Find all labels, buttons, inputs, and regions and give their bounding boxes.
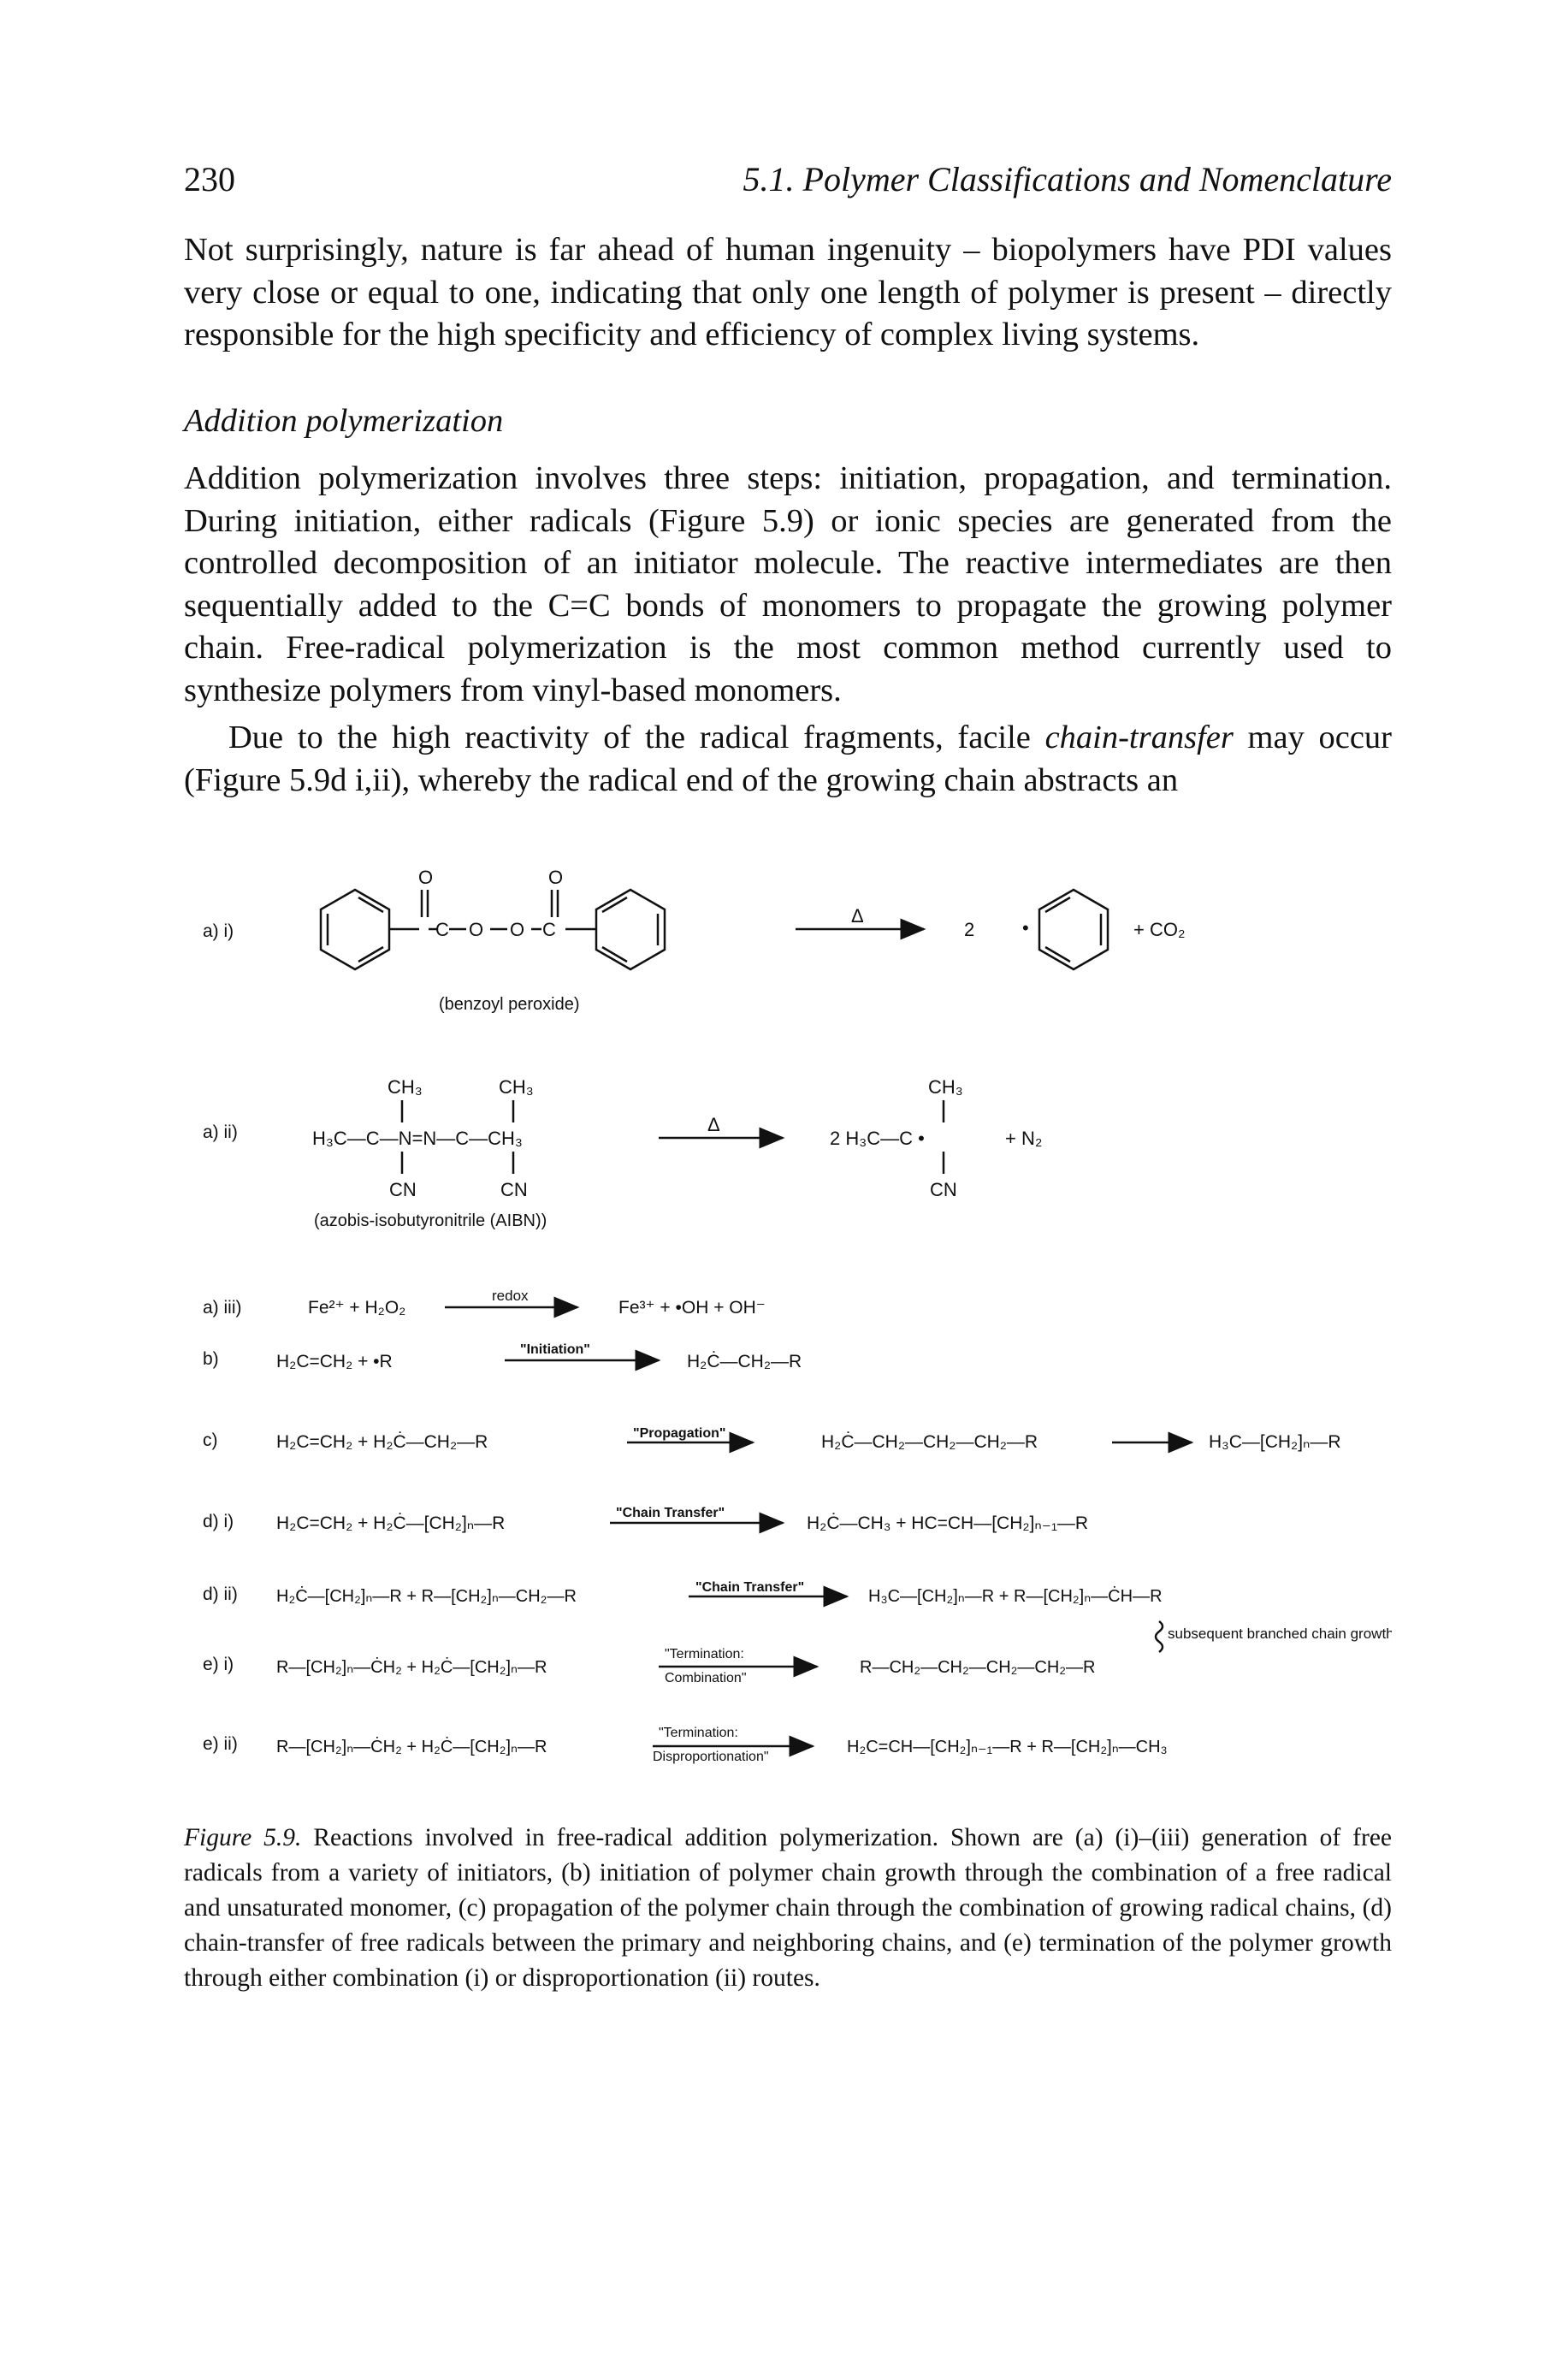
section-title: 5.1. Polymer Classifications and Nomencl… [743,160,1392,198]
fenton-reactants: Fe²⁺ + H₂O₂ [308,1298,405,1318]
paragraph-3-start: Due to the high reactivity of the radica… [228,720,1045,755]
reaction-c: H₂C=CH₂ + H₂Ċ—CH₂—R "Propagation" H₂Ċ—CH… [276,1426,1341,1452]
fenton-products: Fe³⁺ + •OH + OH⁻ [618,1298,766,1318]
row-label-e-i: e) i) [203,1655,234,1674]
row-label-a-iii: a) iii) [203,1298,242,1318]
propagation-reactants: H₂C=CH₂ + H₂Ċ—CH₂—R [276,1432,488,1452]
branching-note: subsequent branched chain growth [1168,1626,1392,1642]
arrow-label-a-ii: Δ [707,1114,720,1135]
chain-transfer-1-reactants: H₂C=CH₂ + H₂Ċ—[CH₂]ₙ—R [276,1513,505,1533]
aibn-product-cn: CN [930,1179,957,1200]
branch-squiggle [1154,1620,1164,1653]
paragraph-1: Not surprisingly, nature is far ahead of… [184,232,1392,352]
figure-5-9: a) i) a) ii) a) iii) b) c) d) i) d) ii) … [184,856,1392,1780]
oxygen-right: O [548,867,563,888]
figure-caption: Figure 5.9. Reactions involved in free-r… [184,1821,1392,1996]
initiation-product: H₂Ċ—CH₂—R [687,1352,802,1371]
aibn-product-ch3: CH₃ [928,1076,963,1098]
figure-caption-text: Reactions involved in free-radical addit… [184,1824,1392,1992]
chain-transfer-1-products: H₂Ċ—CH₃ + HC=CH—[CH₂]ₙ₋₁—R [807,1513,1088,1533]
initiation-reactants: H₂C=CH₂ + •R [276,1352,393,1371]
row-label-a-ii: a) ii) [203,1122,238,1142]
benzene-ring-left [319,888,391,971]
page-number: 230 [184,160,235,198]
running-head: 230 5.1. Polymer Classifications and Nom… [184,159,1392,202]
reaction-d-ii: H₂Ċ—[CH₂]ₙ—R + R—[CH₂]ₙ—CH₂—R "Chain Tra… [276,1580,1392,1642]
arrow-label-c: "Propagation" [633,1426,726,1441]
propagation-product: H₃C—[CH₂]ₙ—R [1209,1432,1341,1452]
carbonyl-left: C [435,919,449,940]
combination-product: R—CH₂—CH₂—CH₂—CH₂—R [860,1658,1096,1677]
arrow-label-d-i: "Chain Transfer" [616,1506,725,1520]
benzene-ring-product [1038,888,1109,971]
paragraph-2: Addition polymerization involves three s… [184,460,1392,708]
arrow-label-a-i: Δ [851,905,864,927]
aibn-reactant: H₃C—C—N=N—C—CH₃ [312,1128,523,1149]
reaction-a-iii: Fe²⁺ + H₂O₂ redox Fe³⁺ + •OH + OH⁻ [308,1288,766,1318]
reaction-d-i: H₂C=CH₂ + H₂Ċ—[CH₂]ₙ—R "Chain Transfer" … [276,1506,1088,1533]
arrow-label-b: "Initiation" [520,1342,590,1357]
reaction-e-ii: R—[CH₂]ₙ—ĊH₂ + H₂Ċ—[CH₂]ₙ—R "Termination… [276,1726,1168,1764]
combination-reactants: R—[CH₂]ₙ—ĊH₂ + H₂Ċ—[CH₂]ₙ—R [276,1657,547,1677]
aibn-label: (azobis-isobutyronitrile (AIBN)) [314,1211,547,1230]
benzoyl-peroxide-label: (benzoyl peroxide) [439,995,580,1014]
aibn-ch3-top-1: CH₃ [388,1076,423,1098]
chain-transfer-term: chain-transfer [1044,720,1234,755]
paragraph-3: Due to the high reactivity of the radica… [184,717,1392,802]
oxygen-left: O [418,867,433,888]
propagation-intermediate: H₂Ċ—CH₂—CH₂—CH₂—R [821,1432,1038,1452]
figure-caption-label: Figure 5.9. [184,1824,302,1851]
arrow-label-d-ii: "Chain Transfer" [695,1580,804,1595]
arrow-label-a-iii: redox [492,1288,529,1304]
row-label-e-ii: e) ii) [203,1734,238,1754]
peroxide-o-1: O [469,919,483,940]
chain-transfer-2-products: H₃C—[CH₂]ₙ—R + R—[CH₂]ₙ—ĊH—R [868,1586,1163,1606]
reaction-e-i: R—[CH₂]ₙ—ĊH₂ + H₂Ċ—[CH₂]ₙ—R "Termination… [276,1647,1096,1685]
carbonyl-right: C [542,919,556,940]
n2-product: + N₂ [1005,1128,1042,1149]
aibn-product: 2 H₃C—C • [830,1128,925,1149]
reaction-a-i [319,888,1109,971]
reaction-a-ii: CH₃ CH₃ H₃C—C—N=N—C—CH₃ CN CN (azobis-is… [312,1076,1042,1230]
reaction-scheme: a) i) a) ii) a) iii) b) c) d) i) d) ii) … [203,867,1392,1764]
coefficient-a-i: 2 [964,919,974,940]
arrow-label-e-ii-line-2: Disproportionation" [653,1750,769,1764]
disproportionation-reactants: R—[CH₂]ₙ—ĊH₂ + H₂Ċ—[CH₂]ₙ—R [276,1737,547,1756]
chain-transfer-2-reactants: H₂Ċ—[CH₂]ₙ—R + R—[CH₂]ₙ—CH₂—R [276,1586,577,1606]
aibn-cn-2: CN [500,1179,528,1200]
row-label-b: b) [203,1349,219,1369]
aibn-ch3-top-2: CH₃ [499,1076,534,1098]
arrow-label-e-i-line-1: "Termination: [665,1647,744,1661]
row-label-a-i: a) i) [203,921,234,941]
arrow-label-e-i-line-2: Combination" [665,1671,747,1685]
benzene-ring-right [595,888,666,971]
radical-dot-a-i: • [1022,917,1029,939]
reaction-b: H₂C=CH₂ + •R "Initiation" H₂Ċ—CH₂—R [276,1342,802,1371]
disproportionation-products: H₂C=CH—[CH₂]ₙ₋₁—R + R—[CH₂]ₙ—CH₃ [847,1738,1168,1756]
co2-product: + CO₂ [1133,919,1186,940]
row-label-c: c) [203,1430,218,1450]
paragraph-3-end: may occur (Figure 5.9d i,ii), whereby th… [184,720,1392,798]
arrow-label-e-ii-line-1: "Termination: [659,1726,738,1740]
aibn-cn-1: CN [389,1179,417,1200]
subheading-addition-polymerization: Addition polymerization [184,403,504,439]
peroxide-o-2: O [510,919,524,940]
row-label-d-i: d) i) [203,1512,234,1531]
row-label-d-ii: d) ii) [203,1584,238,1604]
